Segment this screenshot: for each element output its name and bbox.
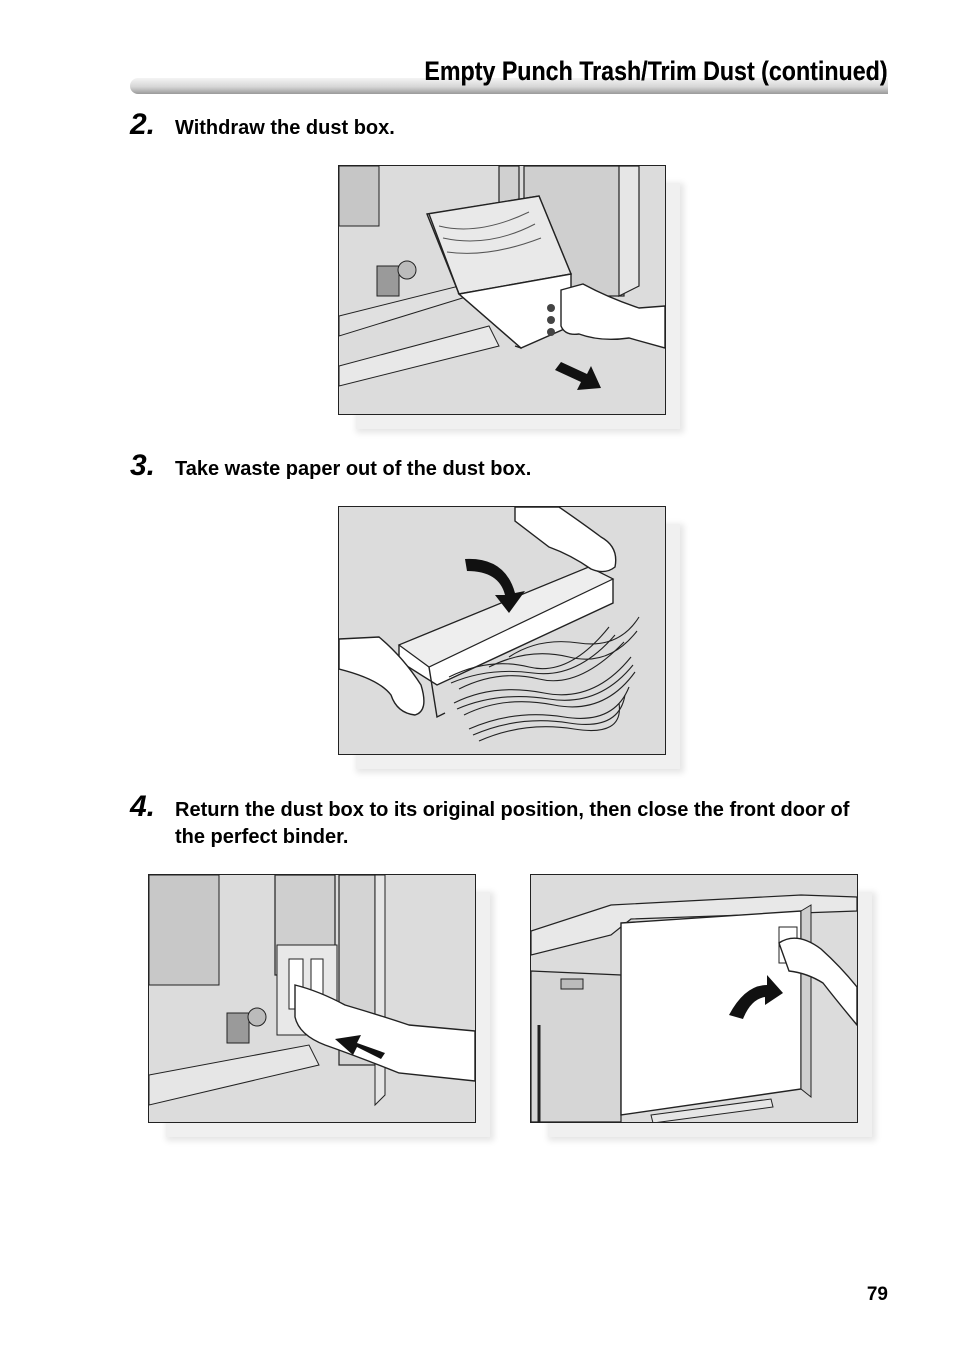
header-bar	[130, 78, 888, 94]
close-front-door-illustration	[531, 875, 857, 1122]
step-3-text: Take waste paper out of the dust box.	[175, 458, 532, 480]
step-4-number: 4.	[130, 790, 156, 823]
page-number: 79	[866, 1284, 888, 1305]
page-title: Empty Punch Trash/Trim Dust (continued)	[424, 56, 888, 86]
step-4-text: Return the dust box to its original posi…	[175, 799, 850, 848]
figure-close-front-door	[530, 874, 858, 1123]
figure-take-waste-paper	[338, 506, 666, 755]
return-dust-box-illustration	[149, 875, 475, 1122]
step-2-text: Withdraw the dust box.	[175, 117, 395, 139]
figure-return-dust-box	[148, 874, 476, 1123]
step-2-number: 2.	[130, 108, 156, 141]
withdraw-dust-box-illustration	[339, 166, 665, 414]
figure-withdraw-dust-box	[338, 165, 666, 415]
take-waste-paper-illustration	[339, 507, 665, 754]
step-3-number: 3.	[130, 449, 156, 482]
